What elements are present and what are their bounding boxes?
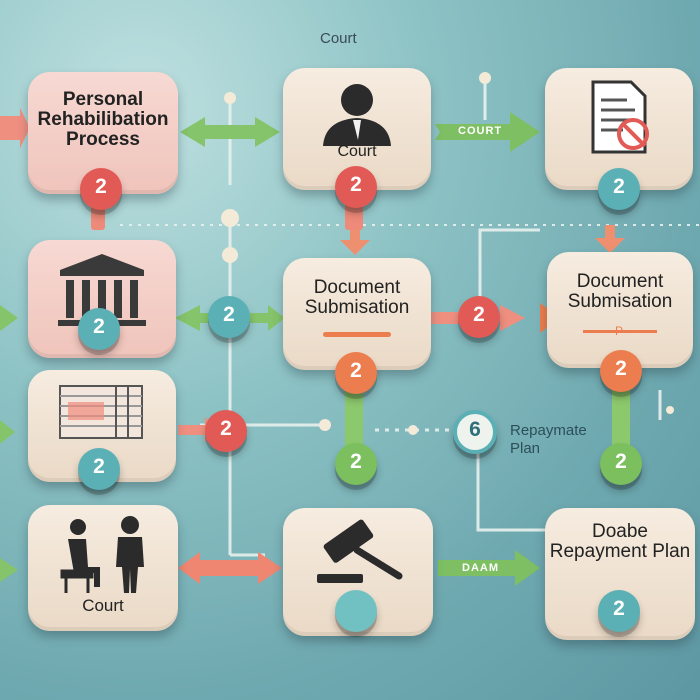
- connector-node: 2: [458, 296, 500, 338]
- step-badge: 2: [335, 166, 377, 208]
- card-court-people[interactable]: Court: [28, 505, 178, 631]
- connector-dot: [479, 72, 491, 84]
- card-title: Court: [82, 596, 124, 615]
- sub-label: P: [615, 324, 624, 338]
- divider: [583, 330, 657, 333]
- arrow-label: DAAM: [462, 562, 499, 574]
- step-badge: 2: [78, 448, 120, 490]
- court-arrow: [435, 112, 540, 152]
- connector-line: [478, 228, 540, 310]
- step-badge: 2: [600, 350, 642, 392]
- step-badge: 2: [598, 590, 640, 632]
- step-badge: 2: [335, 443, 377, 485]
- connector-dot: [221, 209, 239, 227]
- edge-arrow: [0, 305, 18, 331]
- connector-dot: [222, 247, 238, 263]
- card-title: Document Submisation: [304, 277, 410, 318]
- orange-bar: [430, 312, 462, 324]
- connector-dot: [408, 425, 418, 435]
- card-document-submission[interactable]: Document Submisation: [283, 258, 431, 370]
- document-icon: [591, 80, 649, 154]
- arrow-label: COURT: [458, 125, 503, 137]
- orange-arrow: [500, 305, 525, 331]
- edge-arrow: [0, 558, 18, 582]
- daam-arrow: [438, 550, 540, 586]
- card-building[interactable]: [28, 370, 176, 482]
- step-badge: 2: [335, 352, 377, 394]
- header-label: Court: [320, 30, 357, 47]
- plan-node: 6: [453, 410, 497, 454]
- divider: [323, 332, 391, 337]
- double-arrow: [180, 117, 280, 147]
- card-title: Document Submisation: [567, 271, 673, 312]
- down-arrow: [595, 225, 625, 253]
- connector-dot: [666, 406, 674, 414]
- people-icon: [60, 516, 144, 593]
- green-connector: [345, 385, 363, 455]
- plan-label: Repaymate Plan: [510, 422, 587, 457]
- step-badge: 2: [598, 168, 640, 210]
- card-title: Doabe Repayment Plan: [549, 521, 691, 562]
- connector-line: [476, 450, 545, 532]
- green-arrow: [250, 305, 285, 331]
- step-badge: 2: [80, 168, 122, 210]
- edge-arrow: [0, 420, 15, 444]
- green-arrow: [175, 305, 210, 331]
- connector-node: 2: [205, 410, 247, 452]
- green-connector: [612, 385, 630, 455]
- connector-node: 2: [208, 296, 250, 338]
- connector-dot: [319, 419, 331, 431]
- step-badge: 2: [78, 308, 120, 350]
- building-icon: [59, 385, 143, 439]
- gavel-icon: [317, 519, 403, 583]
- double-arrow: [178, 552, 282, 584]
- down-arrow: [340, 225, 370, 255]
- step-badge: 2: [600, 443, 642, 485]
- card-title: Court: [337, 143, 377, 160]
- step-badge: [335, 590, 377, 632]
- person-icon: [323, 84, 391, 146]
- card-document-submission-2[interactable]: Document Submisation P: [547, 252, 693, 368]
- connector-dot: [224, 92, 236, 104]
- card-title: Personal Rehabilibation Process: [37, 89, 169, 150]
- edge-arrow: [0, 108, 30, 148]
